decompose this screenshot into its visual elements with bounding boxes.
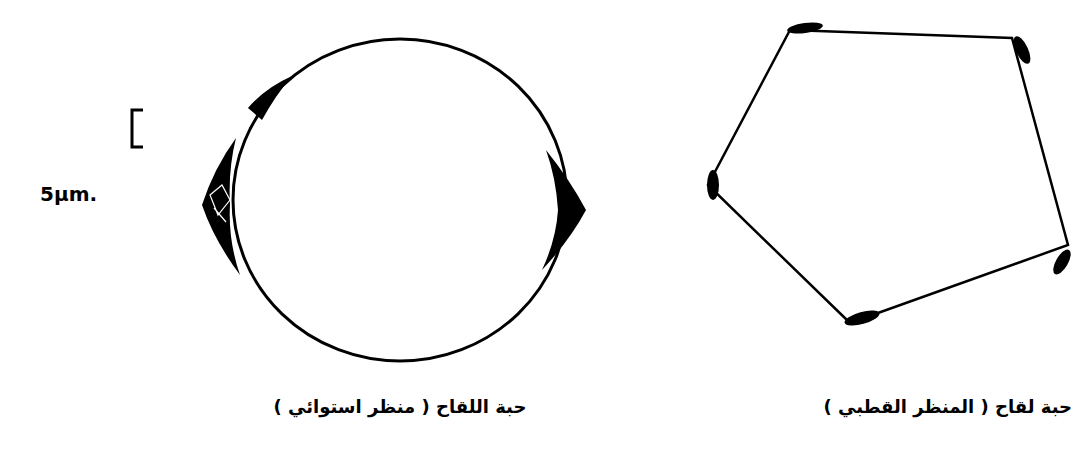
pore — [786, 21, 823, 36]
grain-outline — [233, 39, 567, 361]
pore — [542, 150, 586, 270]
pore — [1010, 34, 1034, 66]
grain-outline — [708, 30, 1068, 323]
pore — [843, 308, 881, 329]
pore — [202, 138, 240, 275]
pore — [707, 170, 719, 200]
figure-caption: حبة اللقاح ( منظر استوائي ) — [274, 396, 527, 417]
scale-bracket — [132, 110, 143, 147]
figure-caption: حبة لقاح ( المنظر القطبي ) — [823, 396, 1072, 417]
pore — [1050, 247, 1074, 277]
scale-label: 5μm. — [40, 182, 97, 206]
pore-detail — [210, 185, 230, 222]
wall-thickening — [248, 76, 292, 120]
